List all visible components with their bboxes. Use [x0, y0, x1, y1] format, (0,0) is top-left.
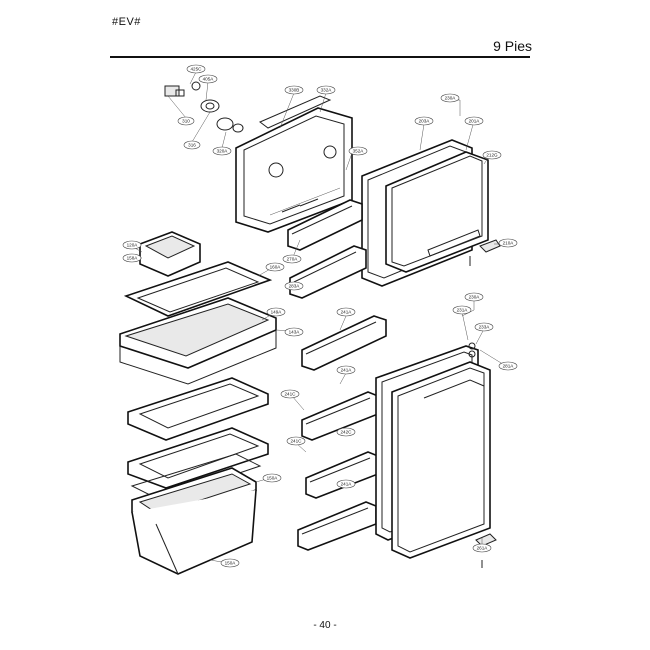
label-320a: 320A	[212, 146, 232, 156]
callout-labels: 425C 405A 310 316 320A 330B 332A 352A 23…	[122, 64, 518, 568]
svg-text:330B: 330B	[289, 88, 300, 93]
label-143a: 143A	[284, 327, 304, 337]
svg-text:425C: 425C	[191, 67, 203, 72]
label-150a: 150A	[262, 473, 282, 483]
svg-text:320A: 320A	[217, 149, 229, 154]
svg-text:150A: 150A	[267, 476, 279, 481]
label-316: 316	[183, 140, 201, 150]
svg-text:270A: 270A	[287, 257, 299, 262]
label-160a: 160A	[265, 262, 285, 272]
svg-text:241A: 241A	[341, 310, 353, 315]
ice-tray	[139, 231, 201, 277]
svg-text:230A: 230A	[445, 96, 457, 101]
svg-text:230A: 230A	[469, 295, 481, 300]
svg-text:241A: 241A	[341, 482, 353, 487]
svg-text:231A: 231A	[457, 308, 469, 313]
label-241c-low: 241C	[286, 436, 306, 446]
page-code: #EV#	[112, 16, 141, 28]
svg-text:283A: 283A	[289, 284, 301, 289]
svg-text:241C: 241C	[285, 392, 297, 397]
svg-text:160A: 160A	[270, 265, 282, 270]
crisper-drawer	[131, 467, 257, 575]
label-230a-low: 230A	[464, 292, 484, 302]
page-heading: 9 Pies	[493, 38, 532, 54]
freezer-door-assembly	[361, 139, 501, 287]
fridge-door-assembly	[375, 342, 497, 568]
svg-text:242C: 242C	[341, 430, 353, 435]
svg-text:210A: 210A	[503, 241, 515, 246]
svg-text:143A: 143A	[289, 330, 301, 335]
label-149a: 149A	[266, 307, 286, 317]
svg-text:241A: 241A	[341, 368, 353, 373]
page-number: - 40 -	[313, 620, 337, 631]
label-158a: 158A	[122, 253, 142, 263]
leader-lines	[132, 71, 507, 564]
label-233a: 233A	[474, 322, 494, 332]
label-330b: 330B	[284, 85, 304, 95]
label-231a: 231A	[452, 305, 472, 315]
fridge-shelf-stack	[119, 261, 277, 501]
label-241a: 241A	[336, 307, 356, 317]
svg-text:281A: 281A	[503, 364, 515, 369]
svg-text:149A: 149A	[271, 310, 283, 315]
label-210a: 210A	[498, 238, 518, 248]
svg-text:310: 310	[182, 119, 190, 124]
svg-text:203A: 203A	[419, 119, 431, 124]
label-203a: 203A	[414, 116, 434, 126]
svg-text:212G: 212G	[486, 153, 498, 158]
svg-text:158A: 158A	[127, 256, 139, 261]
svg-text:332A: 332A	[321, 88, 333, 93]
svg-text:241C: 241C	[291, 439, 303, 444]
label-332a: 332A	[316, 85, 336, 95]
label-261a: 261A	[472, 543, 492, 553]
label-241c: 241C	[280, 389, 300, 399]
freezer-door-baskets	[287, 199, 367, 299]
header-rule	[110, 56, 530, 58]
label-241a-mid: 241A	[336, 365, 356, 375]
svg-text:405A: 405A	[203, 77, 215, 82]
fridge-door-baskets	[297, 315, 387, 551]
svg-text:316: 316	[188, 143, 196, 148]
label-230a-top: 230A	[440, 93, 460, 103]
label-241a-low: 241A	[336, 479, 356, 489]
label-405a: 405A	[198, 74, 218, 84]
hinge-hardware-group	[164, 81, 244, 133]
label-283a: 283A	[284, 281, 304, 291]
label-201a: 201A	[464, 116, 484, 126]
label-120a: 120A	[122, 240, 142, 250]
label-281a: 281A	[498, 361, 518, 371]
label-425c: 425C	[186, 64, 206, 74]
svg-text:261A: 261A	[477, 546, 489, 551]
svg-text:201A: 201A	[469, 119, 481, 124]
label-270a: 270A	[282, 254, 302, 264]
svg-text:352A: 352A	[353, 149, 365, 154]
label-242c: 242C	[336, 427, 356, 437]
label-212g: 212G	[482, 150, 502, 160]
label-352a: 352A	[348, 146, 368, 156]
svg-text:233A: 233A	[479, 325, 491, 330]
label-310: 310	[177, 116, 195, 126]
svg-text:150A: 150A	[225, 561, 237, 566]
label-150a-bottom: 150A	[220, 558, 240, 568]
svg-text:120A: 120A	[127, 243, 139, 248]
